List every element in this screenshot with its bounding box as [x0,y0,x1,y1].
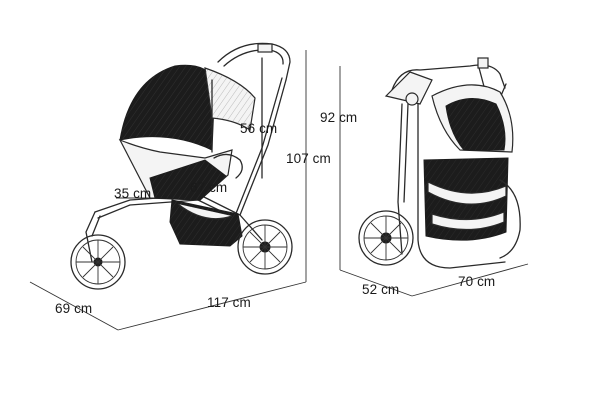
front-fork [85,211,96,263]
folded-rear-wheel [358,210,414,266]
rear-frame [239,79,287,241]
total-length-line [117,281,307,331]
unfolded-stroller [29,42,307,331]
folded-handlebar [391,64,506,91]
folded-height-label: 92 cm [320,110,358,125]
folded-depth-line [339,269,413,297]
seat-width-label: 67 cm [190,180,228,195]
folded-frame-left [397,103,403,255]
total-length-label: 117 cm [207,295,251,310]
folded-length-line [411,263,529,297]
bumper-bar [213,153,243,179]
total-width-line [29,281,119,331]
folded-depth-label: 52 cm [362,282,400,297]
rear-wheel [237,219,293,275]
folded-front-wheel [499,179,521,259]
folded-stroller [339,57,529,297]
front-wheel [70,234,126,290]
total-width-label: 69 cm [55,301,93,316]
folded-length-label: 70 cm [458,274,496,289]
seat-depth-label: 35 cm [114,186,152,201]
handle-clip [257,43,273,53]
total-height-label: 107 cm [286,151,331,166]
folded-frame-bottom [417,103,506,269]
backrest-height-label: 56 cm [240,121,278,136]
